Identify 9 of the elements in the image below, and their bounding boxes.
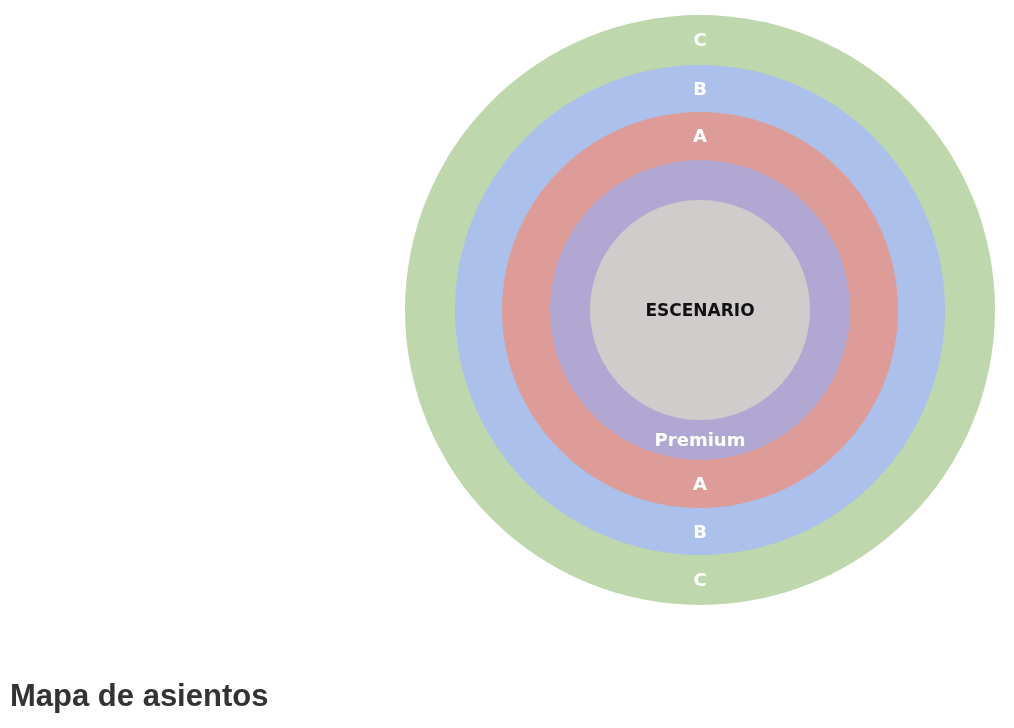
- zone-label: B: [693, 522, 707, 541]
- zone-label: A: [693, 475, 707, 493]
- page-title: Mapa de asientos: [10, 678, 269, 714]
- zone-label: Premium: [654, 431, 746, 449]
- zone-label: C: [693, 571, 707, 589]
- zone-label: B: [693, 79, 707, 98]
- zone-label: C: [693, 31, 707, 49]
- stage-label: ESCENARIO: [645, 301, 755, 319]
- zone-label: A: [693, 127, 707, 145]
